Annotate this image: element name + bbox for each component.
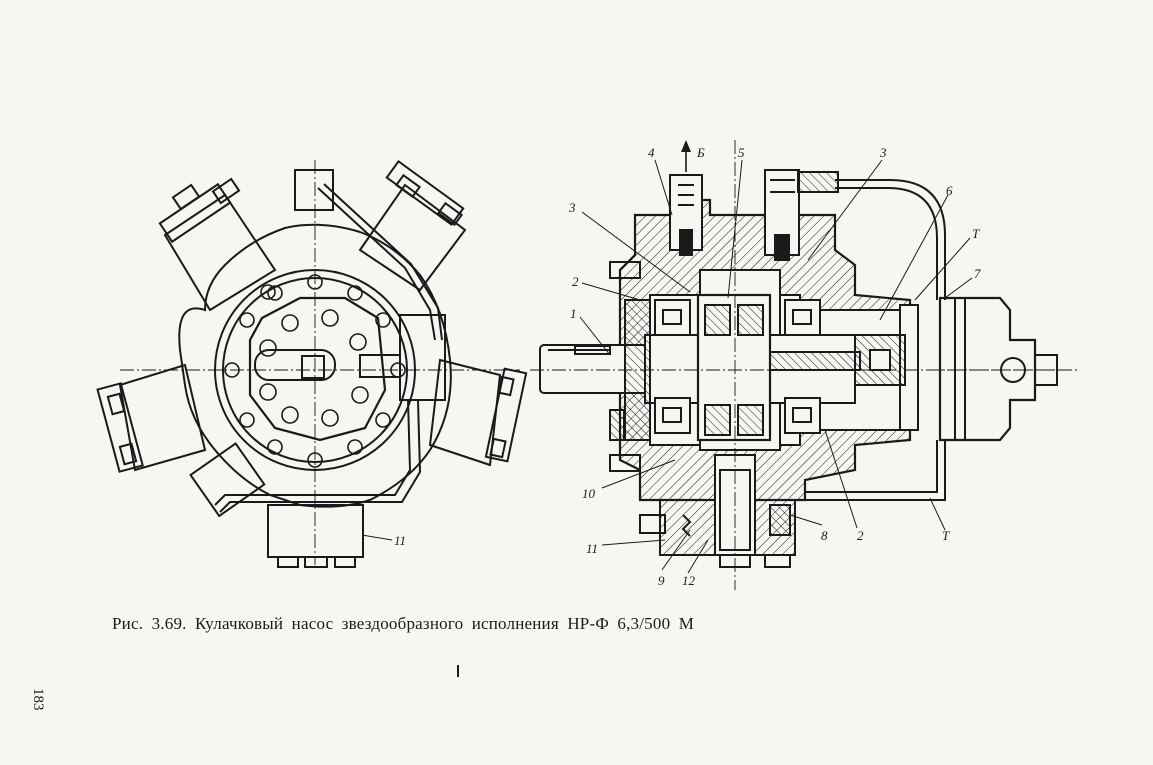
regulator-7 bbox=[930, 298, 1070, 440]
label-8: 8 bbox=[821, 528, 828, 543]
right-view bbox=[530, 140, 1080, 590]
figure-caption: Рис. 3.69. Кулачковый насос звездообразн… bbox=[112, 614, 812, 634]
label-2-bottom: 2 bbox=[857, 528, 864, 543]
left-label-11: 11 bbox=[362, 533, 406, 548]
cylinder-top-right bbox=[360, 161, 465, 290]
cylinder-left bbox=[98, 365, 205, 472]
cylinder-top-left bbox=[160, 179, 275, 310]
left-view bbox=[98, 160, 527, 567]
shaft-nut bbox=[302, 356, 324, 378]
label-T-bottom: Т bbox=[942, 528, 950, 543]
label-2-left: 2 bbox=[572, 274, 579, 289]
label-B: Б bbox=[696, 145, 705, 160]
label-3-top: 3 bbox=[879, 145, 887, 160]
label-9: 9 bbox=[658, 573, 665, 588]
page-number: 183 bbox=[29, 688, 46, 711]
label-7: 7 bbox=[974, 266, 981, 281]
outlet-fitting-4 bbox=[670, 175, 702, 255]
label-11-right: 11 bbox=[586, 541, 598, 556]
label-11-left: 11 bbox=[394, 533, 406, 548]
label-4: 4 bbox=[648, 145, 655, 160]
label-12: 12 bbox=[682, 573, 696, 588]
flow-arrow bbox=[681, 140, 691, 172]
label-10: 10 bbox=[582, 486, 596, 501]
label-T-top: Т bbox=[972, 226, 980, 241]
label-3-left: 3 bbox=[568, 200, 576, 215]
label-6: 6 bbox=[946, 183, 953, 198]
bottom-block bbox=[268, 505, 363, 567]
cam-plate bbox=[250, 298, 385, 440]
label-1: 1 bbox=[570, 306, 577, 321]
label-5: 5 bbox=[738, 145, 745, 160]
